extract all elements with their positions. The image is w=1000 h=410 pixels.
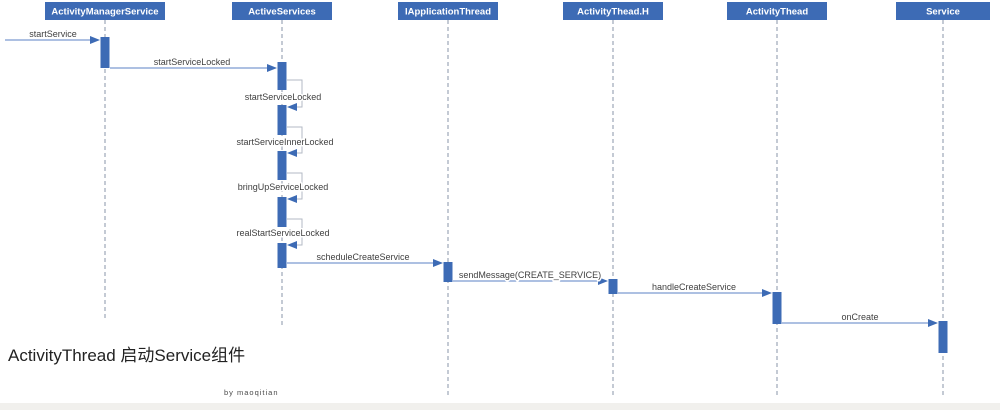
self-call-arrowhead — [287, 149, 297, 157]
self-call-arrowhead — [287, 241, 297, 249]
diagram-caption: ActivityThread 启动Service组件 — [8, 346, 246, 365]
lifeline-header-label: Service — [926, 7, 960, 18]
self-call-arrowhead — [287, 195, 297, 203]
message-label: bringUpServiceLocked — [238, 182, 329, 192]
bottom-edge-strip — [0, 403, 1000, 410]
author-credit: by maoqitian — [224, 388, 279, 397]
self-call-bracket-bringupservicelocked — [287, 172, 303, 200]
message-label: handleCreateService — [652, 282, 736, 292]
self-call-bracket-startservicelocked — [287, 79, 303, 108]
message-label: startServiceInnerLocked — [236, 137, 333, 147]
message-label: scheduleCreateService — [316, 252, 409, 262]
activation-bar-activeservices-3 — [277, 151, 287, 180]
activation-bar-iapplicationthread — [443, 262, 453, 282]
lifeline-header-label: ActivityThead.H — [577, 7, 649, 18]
activation-bar-activitymanagerservice — [100, 37, 110, 68]
message-label: onCreate — [841, 312, 878, 322]
activation-bar-activeservices-2 — [277, 105, 287, 135]
lifeline-header-label: ActiveServices — [248, 7, 316, 18]
lifeline-header-box — [727, 2, 827, 20]
lifeline-header-label: ActivityThead — [746, 7, 808, 18]
lifeline-header-label: IApplicationThread — [405, 7, 491, 18]
lifeline-header-label: ActivityManagerService — [51, 7, 158, 18]
lifeline-header-box — [896, 2, 990, 20]
activation-bar-activeservices-1 — [277, 62, 287, 90]
message-label: sendMessage(CREATE_SERVICE) — [459, 270, 601, 280]
message-label: startServiceLocked — [154, 57, 231, 67]
activation-bar-activeservices-5 — [277, 243, 287, 268]
lifeline-header-box — [45, 2, 165, 20]
self-call-bracket-startserviceinnerlocked — [287, 126, 303, 154]
lifeline-header-box — [398, 2, 498, 20]
self-call-arrowhead — [287, 103, 297, 111]
message-label: startService — [29, 29, 77, 39]
message-label: realStartServiceLocked — [236, 228, 329, 238]
message-label: startServiceLocked — [245, 92, 322, 102]
self-call-bracket-realstartservicelocked — [287, 218, 303, 246]
activation-bar-activitythead — [772, 292, 782, 324]
lifeline-header-box — [232, 2, 332, 20]
activation-bar-activeservices-4 — [277, 197, 287, 227]
activation-bar-service — [938, 321, 948, 353]
activation-bar-activitythead-h — [608, 279, 618, 294]
lifeline-header-box — [563, 2, 663, 20]
